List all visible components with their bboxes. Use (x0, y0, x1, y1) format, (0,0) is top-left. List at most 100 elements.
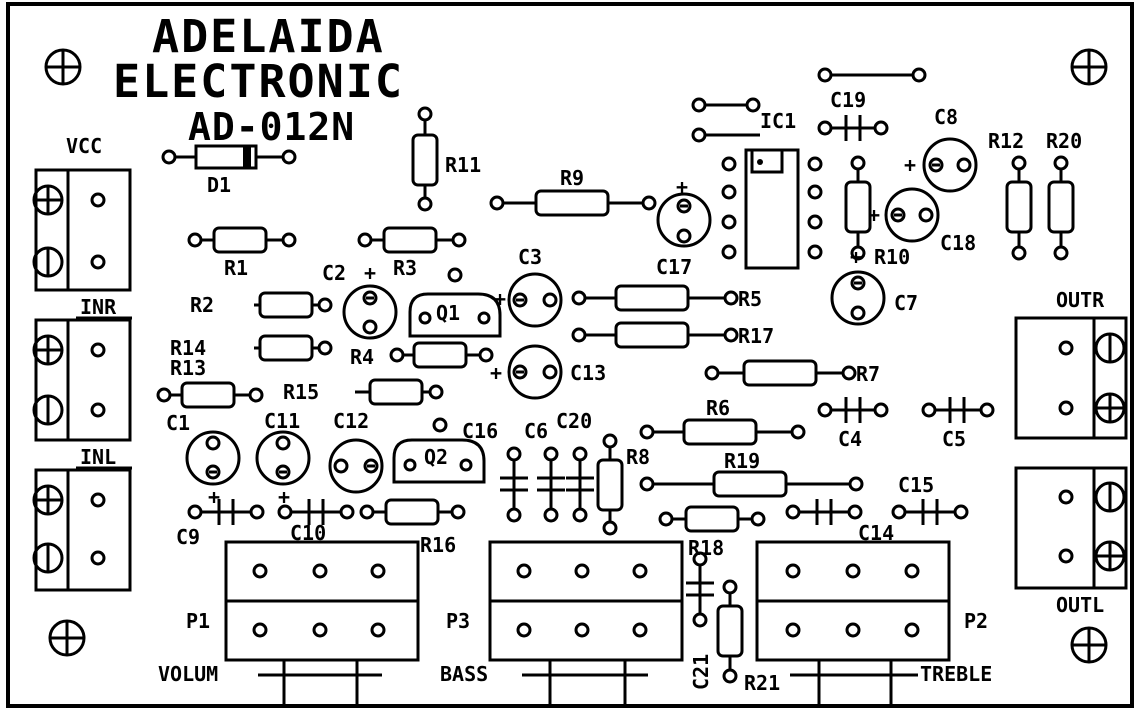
label-r13: R13 (170, 356, 206, 380)
label-r5: R5 (738, 287, 762, 311)
resistor-r8 (596, 433, 624, 536)
label-c13: C13 (570, 361, 606, 385)
board-title-line1: ADELAIDA (152, 10, 385, 63)
capacitor-c14 (785, 499, 863, 525)
transistor-q1 (408, 267, 502, 338)
polarity-mark-c1: + (208, 485, 220, 509)
label-treble: TREBLE (920, 662, 992, 686)
mounting-hole-bottom-left (48, 619, 86, 657)
polarity-mark-c18: + (868, 203, 880, 227)
polarity-mark-c11: + (278, 485, 290, 509)
label-r6: R6 (706, 396, 730, 420)
diode-d1 (161, 144, 297, 170)
terminal-vcc (32, 168, 132, 292)
label-inr: INR (80, 295, 117, 319)
terminal-inl (32, 468, 132, 592)
resistor-r21 (716, 579, 744, 684)
label-bass: BASS (440, 662, 488, 686)
label-r19: R19 (724, 449, 760, 473)
jumper-ic1-1 (691, 97, 761, 113)
label-c10: C10 (290, 521, 326, 545)
label-r18: R18 (688, 536, 724, 560)
ic-ic1 (721, 148, 823, 270)
label-ic1: IC1 (760, 109, 796, 133)
label-r12: R12 (988, 129, 1024, 153)
capacitor-c1 (185, 430, 241, 486)
label-r10: R10 (874, 245, 910, 269)
label-c21: C21 (689, 654, 713, 690)
terminal-inr (32, 318, 132, 442)
mounting-hole-top-left (44, 48, 82, 86)
capacitor-c18 (884, 187, 940, 243)
potentiometer-p3 (488, 540, 684, 706)
label-vcc: VCC (66, 134, 102, 158)
label-r9: R9 (560, 166, 584, 190)
label-c8: C8 (934, 105, 958, 129)
label-c16: C16 (462, 419, 498, 443)
label-r20: R20 (1046, 129, 1082, 153)
resistor-r20 (1047, 155, 1075, 261)
label-c17: C17 (656, 255, 692, 279)
polarity-mark-c8: + (904, 153, 916, 177)
resistor-r9 (489, 189, 657, 217)
terminal-outl (1014, 466, 1128, 590)
capacitor-c15 (891, 499, 969, 525)
label-c19: C19 (830, 88, 866, 112)
polarity-mark-c17: + (676, 175, 688, 199)
resistor-r11 (411, 106, 439, 212)
transistor-q2 (392, 417, 486, 484)
capacitor-c2 (342, 284, 398, 340)
label-r7: R7 (856, 362, 880, 386)
label-c3: C3 (518, 245, 542, 269)
label-c7: C7 (894, 291, 918, 315)
jumper-top-right (817, 67, 927, 83)
capacitor-c5 (921, 397, 995, 423)
polarity-mark-c7: + (850, 245, 862, 269)
label-r14: R14 (170, 336, 206, 360)
resistor-r12 (1005, 155, 1033, 261)
label-r8: R8 (626, 445, 650, 469)
label-p1: P1 (186, 609, 210, 633)
capacitor-c19 (817, 115, 889, 141)
label-c2: C2 (322, 261, 346, 285)
capacitor-c7 (830, 270, 886, 326)
potentiometer-p1 (224, 540, 420, 706)
label-c18: C18 (940, 231, 976, 255)
label-p3: P3 (446, 609, 470, 633)
label-c4: C4 (838, 427, 862, 451)
resistor-r14 (254, 334, 333, 362)
label-c15: C15 (898, 473, 934, 497)
potentiometer-p2 (755, 540, 951, 706)
resistor-r7 (704, 359, 857, 387)
label-q1: Q1 (436, 301, 460, 325)
capacitor-c17 (656, 192, 712, 248)
label-q2: Q2 (424, 445, 448, 469)
capacitor-c20 (566, 446, 594, 523)
label-r1: R1 (224, 256, 248, 280)
label-r21: R21 (744, 671, 780, 695)
resistor-r10 (844, 155, 872, 261)
polarity-mark-c3: + (494, 287, 506, 311)
resistor-r2 (254, 291, 333, 319)
label-c14: C14 (858, 521, 894, 545)
label-r16: R16 (420, 533, 456, 557)
label-c1: C1 (166, 411, 190, 435)
capacitor-c21 (686, 551, 714, 628)
capacitor-c4 (817, 397, 889, 423)
resistor-r16 (359, 498, 466, 526)
polarity-mark-c13: + (490, 361, 502, 385)
resistor-r13 (156, 381, 264, 409)
capacitor-c16 (500, 446, 528, 523)
label-outr: OUTR (1056, 288, 1105, 312)
label-c5: C5 (942, 427, 966, 451)
board-model: AD-012N (188, 105, 355, 149)
resistor-r5 (571, 284, 739, 312)
label-r15: R15 (283, 380, 319, 404)
polarity-mark-c2: + (364, 261, 376, 285)
resistor-r4 (389, 341, 494, 369)
capacitor-c13 (507, 344, 563, 400)
label-p2: P2 (964, 609, 988, 633)
capacitor-c3 (507, 272, 563, 328)
resistor-r19 (639, 470, 864, 498)
